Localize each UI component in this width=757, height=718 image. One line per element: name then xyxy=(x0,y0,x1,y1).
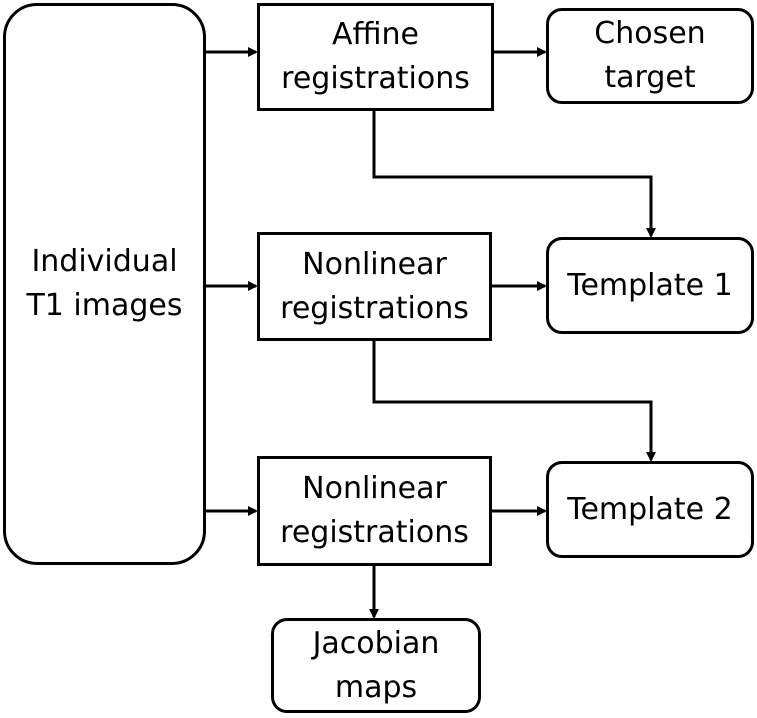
nonlinear-registrations-1-node: Nonlinear registrations xyxy=(257,232,492,341)
chosen-target-node: Chosen target xyxy=(546,8,754,104)
nonlinear1-label-line1: Nonlinear xyxy=(302,246,447,282)
nonlinear1-label-line2: registrations xyxy=(280,290,469,326)
individual-t1-images-node: Individual T1 images xyxy=(3,3,206,565)
chosen-label-line1: Chosen xyxy=(594,16,706,51)
individual-label-line1: Individual xyxy=(31,244,178,279)
individual-label-line2: T1 images xyxy=(26,288,183,323)
affine-label-line2: registrations xyxy=(281,61,470,96)
arrow-affine-to-template1 xyxy=(372,111,656,238)
affine-label-line1: Affine xyxy=(332,17,419,52)
jacobian-maps-node: Jacobian maps xyxy=(271,618,481,713)
nonlinear2-label-line1: Nonlinear xyxy=(302,471,447,506)
nonlinear2-label-line2: registrations xyxy=(280,515,469,550)
template-1-node: Template 1 xyxy=(546,237,754,334)
jacobian-label-line2: maps xyxy=(334,669,418,705)
chosen-label-line2: target xyxy=(604,60,696,95)
template1-label: Template 1 xyxy=(567,267,733,303)
arrow-nonlinear1-to-template2 xyxy=(372,341,656,462)
nonlinear-registrations-2-node: Nonlinear registrations xyxy=(257,456,492,566)
affine-registrations-node: Affine registrations xyxy=(257,3,494,111)
jacobian-label-line1: Jacobian xyxy=(312,625,440,661)
template2-label: Template 2 xyxy=(567,491,733,527)
template-2-node: Template 2 xyxy=(546,461,754,558)
